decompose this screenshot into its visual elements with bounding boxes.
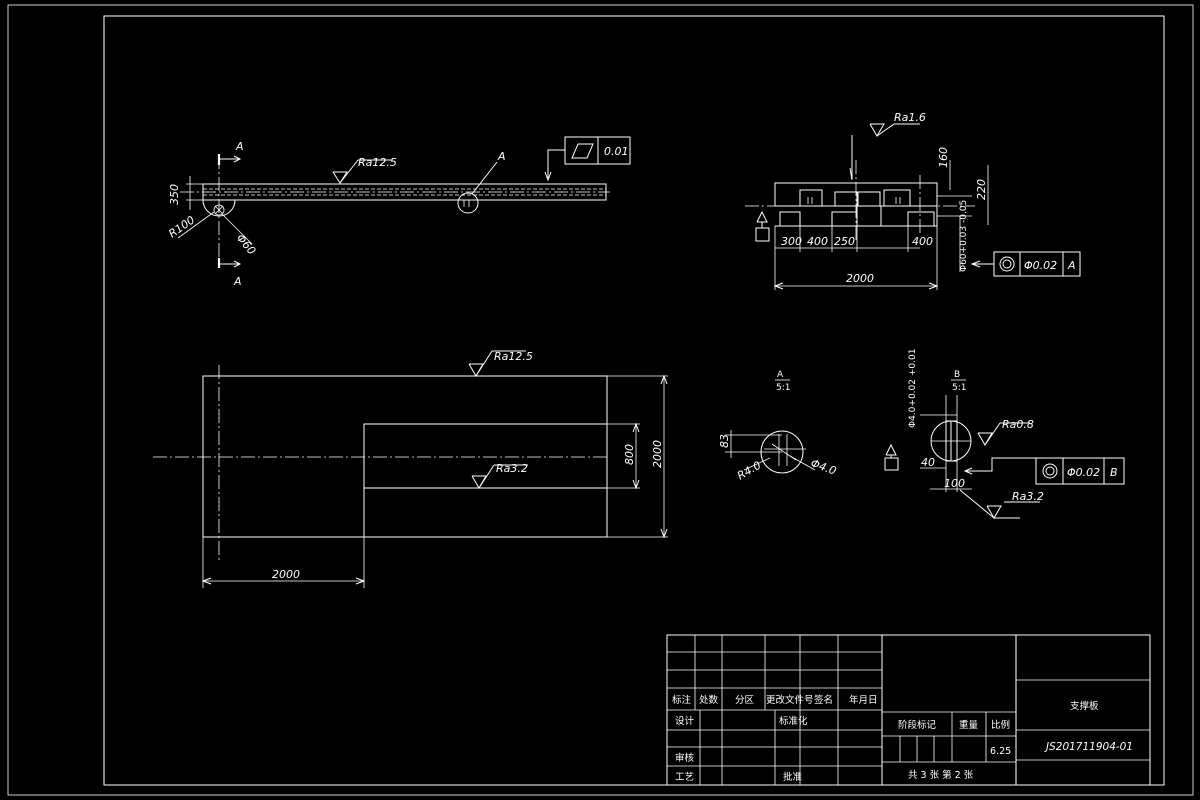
detail-a-scale: 5:1 — [776, 383, 790, 393]
side-roughness: Ra1.6 — [894, 111, 926, 124]
side-dim-2000: 2000 — [846, 272, 874, 285]
main-dim-800: 800 — [623, 444, 636, 465]
side-dim-250: 250 — [834, 235, 855, 248]
detail-a-dim-dia40: Φ4.0 — [809, 457, 838, 478]
tb-standardize: 标准化 — [779, 715, 808, 727]
section-mark-bottom: A — [233, 275, 242, 288]
main-dim-2000-v: 2000 — [651, 440, 664, 468]
detail-b-dim-dia: Φ4.0+0.02 +0.01 — [908, 349, 918, 428]
tb-process: 工艺 — [675, 772, 694, 783]
side-dim-400b: 400 — [912, 235, 933, 248]
tb-design: 设计 — [675, 715, 695, 727]
detail-b-label: B — [954, 370, 960, 380]
tb-drawing-number: JS201711904-01 — [1044, 741, 1133, 753]
detail-a-dim-r40: R4.0 — [735, 459, 763, 483]
side-datum: A — [1067, 259, 1076, 272]
side-dim-dia60: Φ60+0.03 -0.05 — [959, 200, 969, 272]
main-roughness-inner: Ra3.2 — [496, 462, 528, 475]
tb-scale-value: 6.25 — [990, 746, 1011, 757]
detail-b-datum: B — [1110, 466, 1118, 479]
detail-b-roughness-bottom: Ra3.2 — [1012, 490, 1044, 503]
main-view: 800 2000 2000 Ra12.5 Ra3.2 — [153, 350, 668, 588]
detail-b-dim-100: 100 — [944, 477, 965, 490]
detail-b-tolerance: Φ0.02 — [1067, 466, 1100, 479]
tb-scale-label: 比例 — [991, 719, 1010, 731]
outer-border — [7, 4, 1194, 796]
roughness-symbol — [332, 171, 348, 184]
detail-b-scale: 5:1 — [952, 383, 966, 393]
inner-border — [103, 15, 1165, 786]
top-dim-r100: R100 — [166, 213, 197, 240]
tb-header-1: 处数 — [699, 694, 719, 706]
concentricity-icon — [999, 256, 1015, 272]
side-dim-300: 300 — [781, 235, 802, 248]
tb-weight: 重量 — [959, 719, 979, 731]
tb-header-4: 签名 — [814, 694, 833, 706]
detail-a-circle — [457, 192, 479, 214]
top-view: A A 350 R100 Φ60 Ra12.5 A 0.01 — [166, 136, 631, 288]
tb-approve: 批准 — [783, 771, 803, 783]
tb-check: 审核 — [675, 752, 695, 764]
top-dim-dia60: Φ60 — [234, 232, 259, 258]
tb-header-2: 分区 — [735, 695, 755, 706]
detail-mark-a: A — [497, 150, 506, 163]
detail-a-label: A — [777, 370, 784, 380]
main-dim-2000-h: 2000 — [272, 568, 300, 581]
section-view: Ra1.6 160 220 300 400 250 400 2000 Φ60+0… — [745, 111, 1081, 290]
detail-b-view: B 5:1 Φ4.0+0.02 +0.01 Ra0.8 40 100 Φ0.02… — [884, 349, 1125, 519]
top-dim-350: 350 — [168, 184, 181, 205]
tb-part-name: 支撑板 — [1070, 700, 1099, 712]
main-roughness-top: Ra12.5 — [494, 350, 533, 363]
top-roughness: Ra12.5 — [358, 156, 397, 169]
roughness-symbol — [869, 123, 885, 137]
side-dim-160: 160 — [937, 147, 950, 168]
detail-b-roughness-top: Ra0.8 — [1002, 418, 1034, 431]
tb-sheet-info: 共 3 张 第 2 张 — [908, 769, 974, 781]
tb-header-0: 标注 — [672, 694, 692, 706]
flatness-icon — [571, 143, 594, 159]
tb-header-3: 更改文件号 — [766, 694, 814, 706]
tb-stage-mark: 阶段标记 — [898, 719, 937, 731]
detail-a-view: A 5:1 83 R4.0 Φ4.0 — [718, 370, 838, 483]
detail-a-dim-83: 83 — [718, 434, 731, 448]
side-dim-220: 220 — [975, 179, 988, 200]
detail-b-dim-40: 40 — [921, 456, 935, 469]
section-mark-top: A — [235, 140, 244, 153]
side-dim-400a: 400 — [807, 235, 828, 248]
tb-header-5: 年月日 — [849, 694, 878, 706]
main-plate-outline — [202, 375, 608, 538]
title-block: 标注 处数 分区 更改文件号 签名 年月日 设计 标准化 审核 工艺 批准 阶段… — [666, 634, 1151, 786]
detail-b-concentricity-icon — [1042, 463, 1058, 479]
flatness-value: 0.01 — [604, 145, 629, 158]
side-tolerance: Φ0.02 — [1024, 259, 1057, 272]
